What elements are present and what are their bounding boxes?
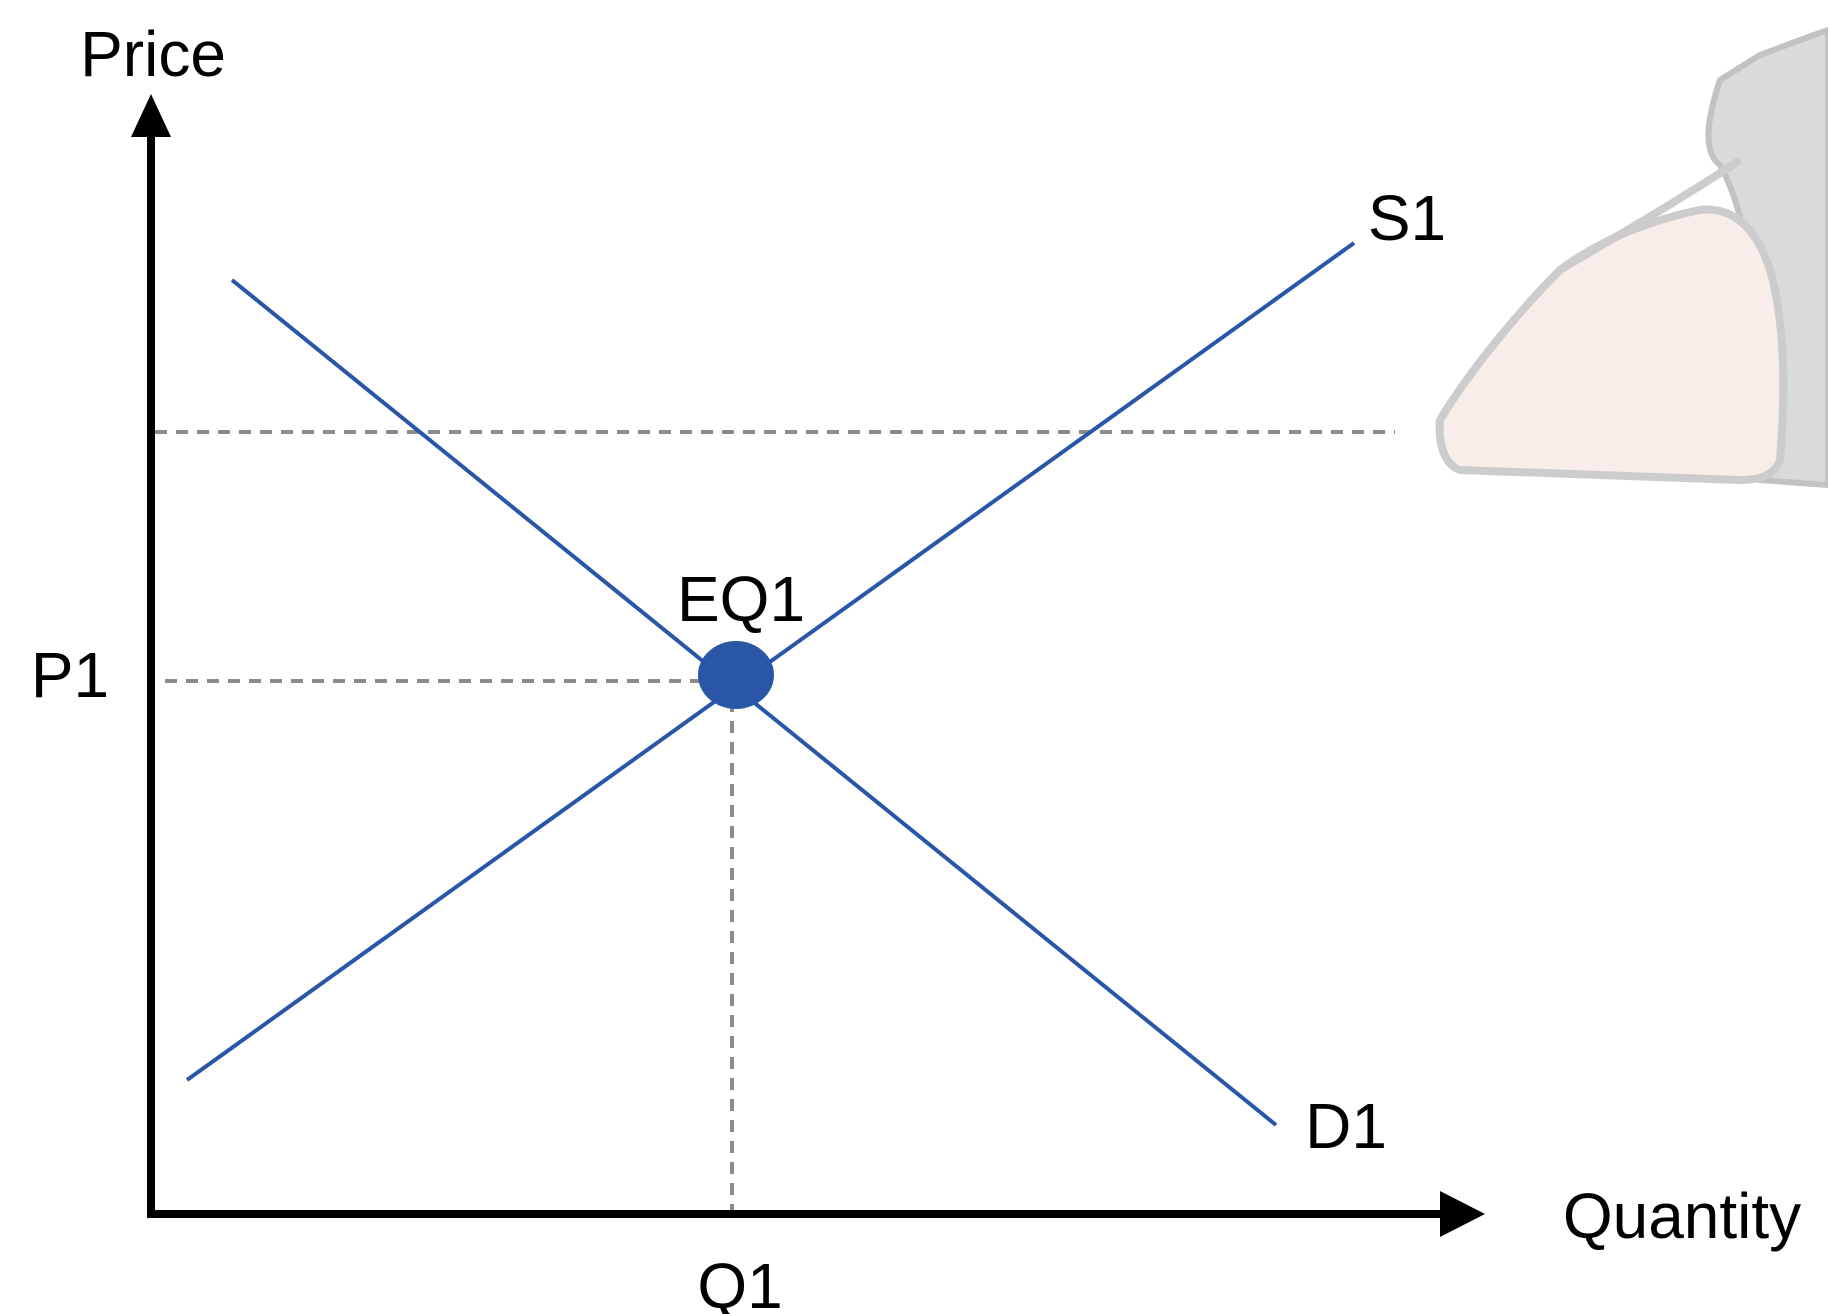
p1-label: P1 (31, 639, 109, 711)
hand-fist (1435, 205, 1788, 485)
x-axis-arrowhead (1440, 1191, 1485, 1237)
demand-curve-label: D1 (1305, 1090, 1387, 1162)
pointing-hand-icon (1435, 26, 1828, 489)
hand-knuckle-line (1557, 156, 1743, 274)
equilibrium-point (698, 641, 774, 709)
equilibrium-label: EQ1 (677, 563, 805, 635)
x-axis-label: Quantity (1563, 1180, 1801, 1252)
q1-label: Q1 (697, 1250, 782, 1314)
y-axis-arrowhead (131, 94, 171, 137)
supply-curve-label: S1 (1368, 182, 1446, 254)
y-axis-label: Price (80, 18, 226, 90)
